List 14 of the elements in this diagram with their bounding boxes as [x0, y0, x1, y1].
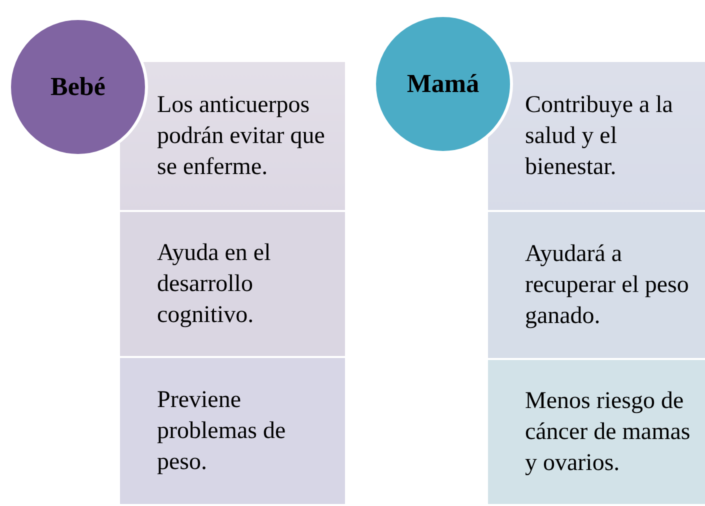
benefit-panel: [120, 62, 345, 212]
benefit-panel: [488, 62, 705, 212]
benefit-text: Previene problemas de peso.: [157, 386, 287, 476]
benefit-text: Ayuda en el desarrollo cognitivo.: [157, 238, 272, 330]
benefit-panel: [488, 360, 705, 506]
benefit-panel: [120, 212, 345, 358]
benefit-panel: [120, 358, 345, 506]
circle-heading: Mamá: [406, 69, 480, 99]
circle-heading: Bebé: [50, 72, 106, 102]
benefit-text: Los anticuerpos podrán evitar que se enferme.: [157, 90, 326, 182]
benefit-panel: [488, 212, 705, 360]
benefit-text: Menos riesgo de cáncer de mamas y ovarios.: [525, 386, 692, 478]
benefit-text: Contribuye a la salud y el bienestar.: [525, 90, 674, 182]
benefit-text: Ayudará a recuperar el peso ganado.: [525, 240, 690, 330]
